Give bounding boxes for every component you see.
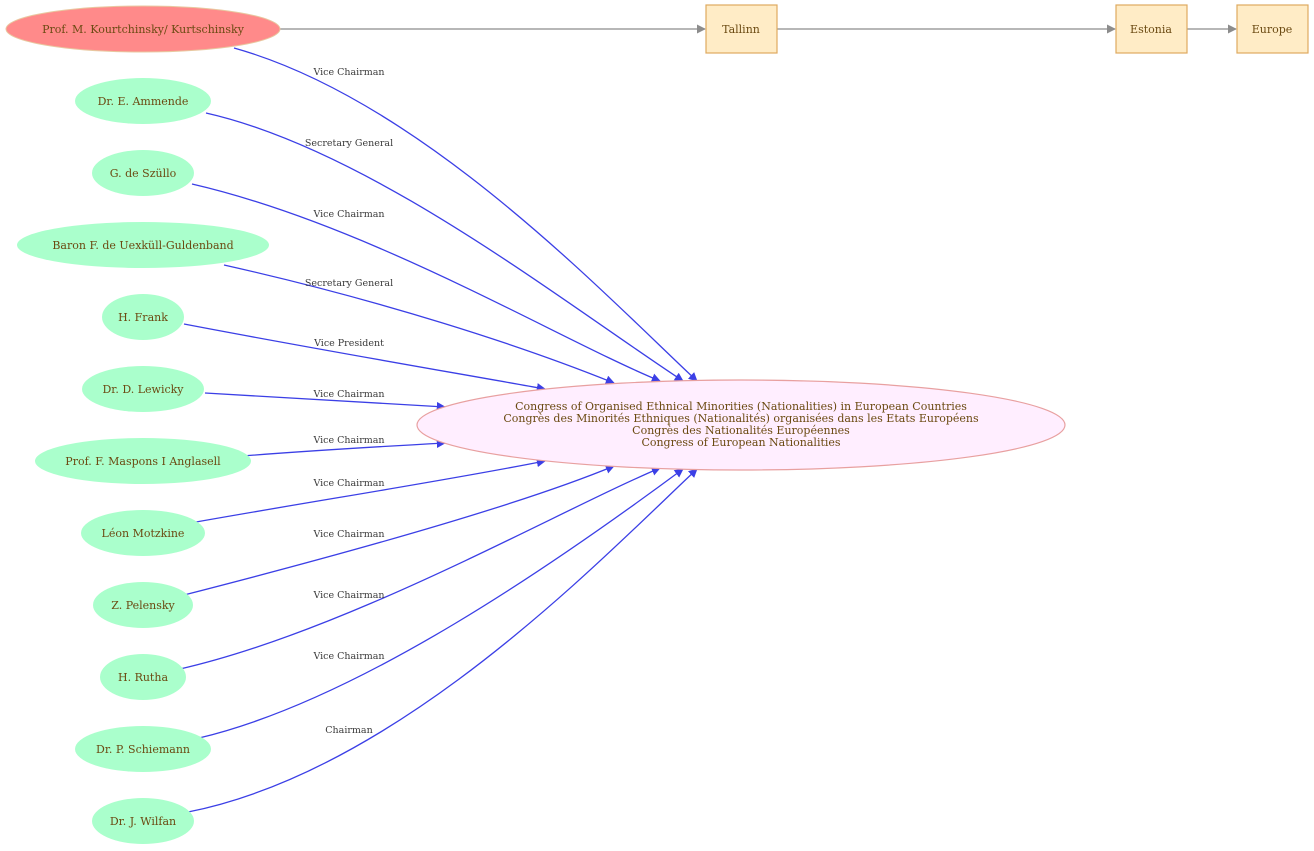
edge-label-schiemann: Vice Chairman bbox=[312, 651, 384, 662]
person-node-schiemann[interactable]: Dr. P. Schiemann bbox=[75, 726, 211, 772]
congress-label-line3: Congrès des Nationalités Européennes bbox=[632, 424, 850, 437]
edge-szullo-congress bbox=[191, 183, 661, 383]
edge-rutha-congress bbox=[179, 466, 661, 670]
person-node-motzkine[interactable]: Léon Motzkine bbox=[81, 510, 205, 556]
role-edges bbox=[179, 47, 698, 813]
congress-label-line2: Congrès des Minorités Ethniques (Nationa… bbox=[503, 412, 979, 425]
edge-label-pelensky: Vice Chairman bbox=[312, 529, 384, 540]
edge-label-uexkull: Secretary General bbox=[305, 278, 393, 289]
person-label-maspons: Prof. F. Maspons I Anglasell bbox=[65, 455, 221, 468]
person-label-kourtchinsky: Prof. M. Kourtchinsky/ Kurtschinsky bbox=[42, 23, 245, 36]
person-label-pelensky: Z. Pelensky bbox=[111, 599, 175, 612]
edge-label-motzkine: Vice Chairman bbox=[312, 478, 384, 489]
person-node-ammende[interactable]: Dr. E. Ammende bbox=[75, 78, 211, 124]
edge-uexkull-congress bbox=[223, 264, 615, 385]
edge-motzkine-congress bbox=[195, 458, 546, 523]
person-label-uexkull: Baron F. de Uexküll-Guldenband bbox=[52, 239, 233, 252]
congress-node[interactable]: Congress of Organised Ethnical Minoritie… bbox=[416, 379, 1066, 471]
person-label-motzkine: Léon Motzkine bbox=[102, 527, 185, 540]
edge-label-ammende: Secretary General bbox=[305, 138, 393, 149]
person-node-lewicky[interactable]: Dr. D. Lewicky bbox=[82, 366, 204, 412]
edge-lewicky-congress bbox=[204, 392, 446, 412]
person-label-frank: H. Frank bbox=[118, 311, 168, 324]
person-node-frank[interactable]: H. Frank bbox=[102, 294, 184, 340]
edge-label-frank: Vice President bbox=[313, 338, 384, 349]
congress-label-line1: Congress of Organised Ethnical Minoritie… bbox=[515, 400, 967, 413]
edge-label-kourtchinsky: Vice Chairman bbox=[312, 67, 384, 78]
person-label-schiemann: Dr. P. Schiemann bbox=[96, 743, 190, 756]
edge-ammende-congress bbox=[205, 112, 684, 382]
edge-label-lewicky: Vice Chairman bbox=[312, 389, 384, 400]
person-label-lewicky: Dr. D. Lewicky bbox=[102, 383, 184, 396]
congress-label-line4: Congress of European Nationalities bbox=[641, 436, 840, 449]
person-node-maspons[interactable]: Prof. F. Maspons I Anglasell bbox=[35, 438, 251, 484]
edge-label-maspons: Vice Chairman bbox=[312, 435, 384, 446]
edge-label-szullo: Vice Chairman bbox=[312, 209, 384, 220]
person-node-kourtchinsky[interactable]: Prof. M. Kourtchinsky/ Kurtschinsky bbox=[5, 5, 281, 53]
edge-kourtchinsky-congress bbox=[233, 47, 698, 382]
edge-labels: Vice Chairman Secretary General Vice Cha… bbox=[305, 67, 393, 736]
edge-maspons-congress bbox=[241, 438, 446, 457]
place-node-tallinn[interactable]: Tallinn bbox=[705, 4, 778, 54]
edge-wilfan-congress bbox=[187, 468, 698, 813]
person-label-ammende: Dr. E. Ammende bbox=[98, 95, 189, 108]
person-label-wilfan: Dr. J. Wilfan bbox=[110, 815, 176, 828]
place-node-europe[interactable]: Europe bbox=[1236, 4, 1309, 54]
edge-schiemann-congress bbox=[198, 468, 684, 739]
person-node-rutha[interactable]: H. Rutha bbox=[100, 654, 186, 700]
edge-label-rutha: Vice Chairman bbox=[312, 590, 384, 601]
person-node-pelensky[interactable]: Z. Pelensky bbox=[93, 582, 193, 628]
person-node-szullo[interactable]: G. de Szüllo bbox=[92, 150, 194, 196]
place-node-estonia[interactable]: Estonia bbox=[1115, 4, 1188, 54]
edge-frank-congress bbox=[183, 323, 546, 393]
person-node-wilfan[interactable]: Dr. J. Wilfan bbox=[92, 798, 194, 844]
person-node-uexkull[interactable]: Baron F. de Uexküll-Guldenband bbox=[17, 222, 269, 268]
person-label-rutha: H. Rutha bbox=[118, 671, 168, 684]
edge-label-wilfan: Chairman bbox=[325, 725, 372, 736]
place-label-estonia: Estonia bbox=[1130, 23, 1172, 36]
place-label-tallinn: Tallinn bbox=[722, 23, 760, 36]
edge-pelensky-congress bbox=[183, 464, 615, 596]
place-label-europe: Europe bbox=[1252, 23, 1293, 36]
person-label-szullo: G. de Szüllo bbox=[110, 167, 177, 180]
